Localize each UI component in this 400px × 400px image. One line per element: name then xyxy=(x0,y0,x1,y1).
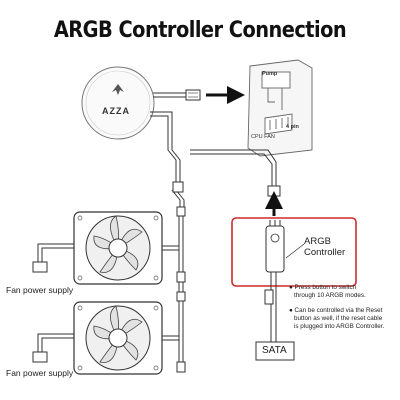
pump-connector xyxy=(185,89,201,101)
fan-1 xyxy=(73,211,163,285)
sata-connector xyxy=(255,341,295,361)
fan-power-connectors xyxy=(32,261,48,363)
logo-text: AZZA xyxy=(102,106,130,116)
pump-head xyxy=(81,66,155,140)
note-line: through 10 ARGB modes. xyxy=(294,292,366,299)
note-line: ● Press button to switch xyxy=(289,284,357,291)
fan-power-label-2: Fan power supply xyxy=(6,368,74,378)
header-pin-label: 4 pin xyxy=(286,124,299,130)
sata-label: SATA xyxy=(262,345,287,356)
cpu-fan-label: CPU FAN xyxy=(251,134,275,140)
note-mode-switch: ● Press button to switch through 10 ARGB… xyxy=(289,284,366,300)
diagram-title: ARGB Controller Connection xyxy=(53,18,347,43)
note-line: is plugged into ARGB Controller. xyxy=(294,323,385,330)
fan-trunk xyxy=(171,149,277,363)
note-line: ● Can be controlled via the Reset xyxy=(289,307,383,314)
controller-label-line1: ARGB xyxy=(304,236,331,247)
motherboard-header xyxy=(247,59,313,157)
argb-controller xyxy=(265,220,305,273)
pump-cables xyxy=(150,92,186,182)
pump-label: Pump xyxy=(262,71,278,77)
fan-power-label-1: Fan power supply xyxy=(6,285,74,295)
note-line: button as well, if the reset cable xyxy=(294,315,383,322)
controller-label: ARGB Controller xyxy=(304,236,345,258)
mode-button-icon xyxy=(270,233,280,243)
fan-cables xyxy=(37,243,179,352)
controller-label-line2: Controller xyxy=(304,247,346,258)
note-reset-button: ● Can be controlled via the Reset button… xyxy=(289,307,384,331)
reset-connector xyxy=(264,289,274,305)
azza-logo-icon xyxy=(112,84,124,95)
fan-2 xyxy=(73,301,163,375)
